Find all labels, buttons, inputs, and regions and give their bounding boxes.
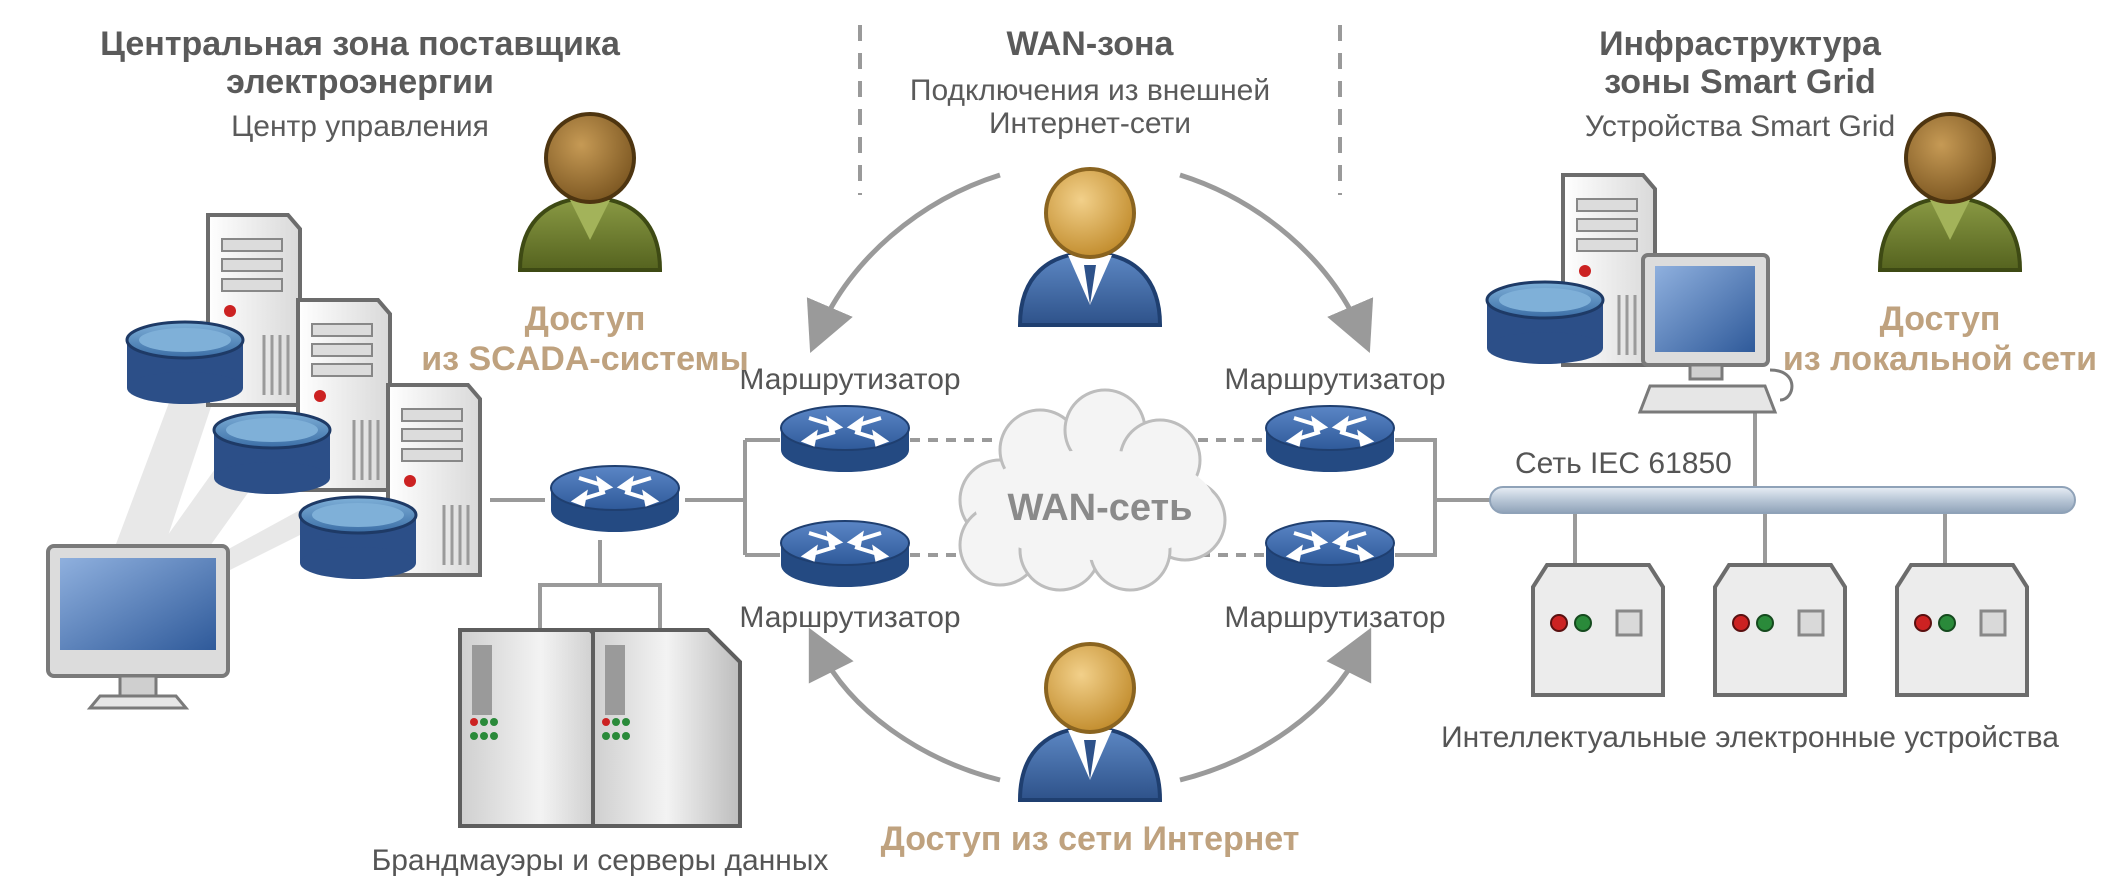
local-access-line2: из локальной сети	[1783, 340, 2097, 378]
smartgrid-zone-subtitle: Устройства Smart Grid	[1585, 110, 1895, 143]
central-zone-title-line2: электроэнергии	[226, 63, 494, 101]
firewall-server-2	[591, 628, 742, 828]
router-icon-top-left	[779, 404, 911, 474]
wan-zone-subtitle-line1: Подключения из внешней	[910, 74, 1270, 107]
ied-device-2	[1713, 563, 1847, 697]
central-zone-title-line1: Центральная зона поставщика	[100, 25, 621, 63]
router-label-bottom-right: Маршрутизатор	[1224, 601, 1445, 634]
smartgrid-zone-title-line2: зоны Smart Grid	[1604, 63, 1876, 101]
central-zone-subtitle: Центр управления	[231, 110, 489, 143]
scada-access-line2: из SCADA-системы	[421, 340, 748, 378]
wan-cloud-label: WAN-сеть	[1007, 487, 1192, 529]
left-wiring	[490, 438, 780, 630]
smartgrid-monitor-icon	[1637, 253, 1794, 414]
wan-cloud	[958, 388, 1227, 592]
database-icon-2	[212, 410, 332, 496]
ied-device-1	[1531, 563, 1665, 697]
monitor-icon	[46, 544, 230, 710]
arrow-bottom-left	[808, 627, 1001, 783]
router-label-top-right: Маршрутизатор	[1224, 363, 1445, 396]
right-wiring	[1395, 410, 1947, 570]
local-user-icon	[1878, 112, 2022, 272]
ied-device-3	[1895, 563, 2029, 697]
smartgrid-database-icon	[1485, 280, 1605, 366]
bus-label: Сеть IEC 61850	[1515, 447, 1732, 480]
arrow-bottom-right	[1179, 627, 1372, 783]
scada-access-line1: Доступ	[525, 300, 646, 338]
wan-dashed-links	[910, 438, 1265, 557]
router-icon-top-right	[1264, 404, 1396, 474]
firewalls-label: Брандмауэры и серверы данных	[372, 844, 829, 877]
iec-bus	[1489, 486, 2076, 514]
router-icon-bottom-right	[1264, 519, 1396, 589]
wan-user-icon-bottom	[1018, 642, 1162, 802]
smartgrid-zone-title-line1: Инфраструктура	[1599, 25, 1882, 63]
central-router-icon	[549, 464, 681, 534]
router-icon-bottom-left	[779, 519, 911, 589]
ied-label: Интеллектуальные электронные устройства	[1441, 721, 2059, 754]
internet-access-label: Доступ из сети Интернет	[881, 820, 1300, 858]
database-icon-1	[125, 320, 245, 406]
arrow-top-right	[1179, 172, 1374, 353]
database-icon-3	[298, 495, 418, 581]
router-label-bottom-left: Маршрутизатор	[739, 601, 960, 634]
scada-user-icon	[518, 112, 662, 272]
router-label-top-left: Маршрутизатор	[739, 363, 960, 396]
wan-zone-title: WAN-зона	[1007, 25, 1175, 63]
arrow-top-left	[806, 172, 1001, 353]
wan-zone-subtitle-line2: Интернет-сети	[989, 107, 1191, 140]
wan-user-icon-top	[1018, 167, 1162, 327]
local-access-line1: Доступ	[1880, 300, 2001, 338]
